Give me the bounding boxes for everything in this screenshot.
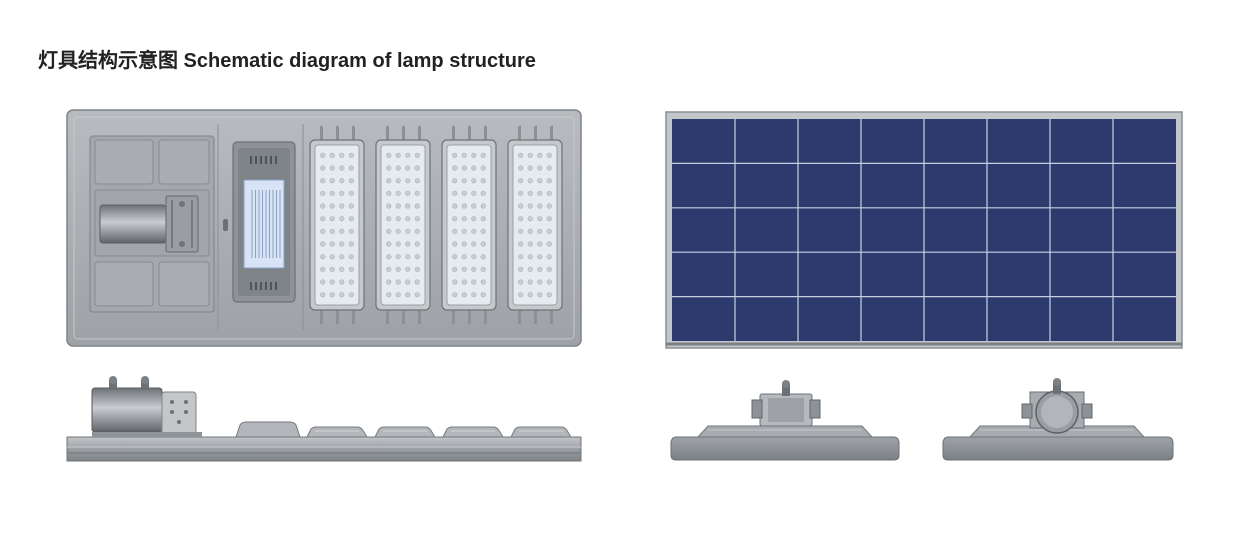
solar-cell [736,208,797,252]
solar-cell [799,297,860,340]
battery-label [243,179,285,269]
solar-cell [1114,253,1175,296]
solar-cell [988,297,1049,340]
solar-cell [799,208,860,252]
solar-cell [736,120,797,163]
solar-cell [925,120,986,163]
battery-side-cover [235,421,301,438]
solar-cell [673,297,734,340]
led-module-1 [309,126,365,324]
lamp-end-view-bracket [670,380,900,461]
solar-panel [665,111,1183,349]
solar-cell [988,164,1049,207]
solar-cell [1051,253,1112,296]
solar-cell [1051,120,1112,163]
lamp-end-view-clamp [942,378,1174,461]
solar-cell [1051,297,1112,340]
solar-cell [799,253,860,296]
solar-cell [736,297,797,340]
led-module-2 [375,126,431,324]
solar-cell [1114,297,1175,340]
solar-cell [736,164,797,207]
mounting-bracket-area [89,135,215,313]
solar-cell [925,253,986,296]
solar-cell [799,164,860,207]
lamp-front-view [66,109,582,347]
led-module-4 [507,126,563,324]
solar-cell [925,208,986,252]
pole-clamp-icon [99,204,167,244]
led-modules [309,126,563,324]
solar-cell [862,208,923,252]
solar-cell [673,208,734,252]
solar-cell [673,253,734,296]
solar-cell [862,253,923,296]
battery-controller [232,141,296,303]
side-pole-clamp-icon [91,387,163,433]
solar-cell [925,164,986,207]
solar-cell [1114,208,1175,252]
solar-cell [862,164,923,207]
solar-cell [862,120,923,163]
solar-cell [673,120,734,163]
side-led-cover-1 [306,426,368,438]
solar-cell [1114,120,1175,163]
solar-cell [988,253,1049,296]
solar-cell [988,120,1049,163]
solar-cell [799,120,860,163]
solar-cell [1051,164,1112,207]
side-led-cover-4 [510,426,572,438]
solar-cell [862,297,923,340]
solar-cell [925,297,986,340]
solar-cell [988,208,1049,252]
page-title: 灯具结构示意图 Schematic diagram of lamp struct… [38,50,536,72]
lamp-side-view [66,376,582,462]
solar-cell [1114,164,1175,207]
solar-cell [736,253,797,296]
side-led-cover-2 [374,426,436,438]
solar-cell [673,164,734,207]
led-module-3 [441,126,497,324]
solar-cell [1051,208,1112,252]
side-led-cover-3 [442,426,504,438]
switch-icon [223,219,228,231]
